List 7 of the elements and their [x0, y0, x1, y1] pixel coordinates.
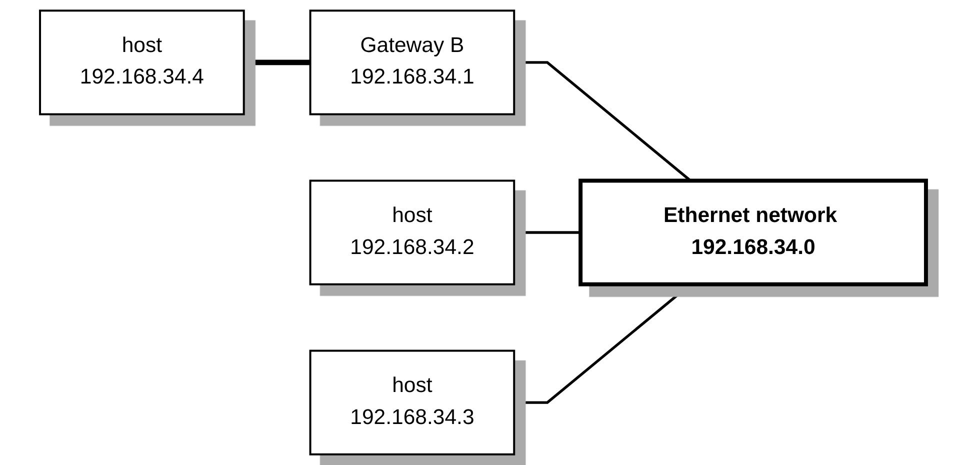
node-box: host 192.168.34.3 [309, 350, 516, 456]
connector [244, 60, 310, 66]
node-box: Ethernet network 192.168.34.0 [578, 178, 928, 286]
node-box: host 192.168.34.2 [309, 180, 516, 286]
connector [514, 231, 581, 234]
node-box: Gateway B 192.168.34.1 [309, 10, 516, 116]
node-box: host 192.168.34.4 [39, 10, 245, 116]
